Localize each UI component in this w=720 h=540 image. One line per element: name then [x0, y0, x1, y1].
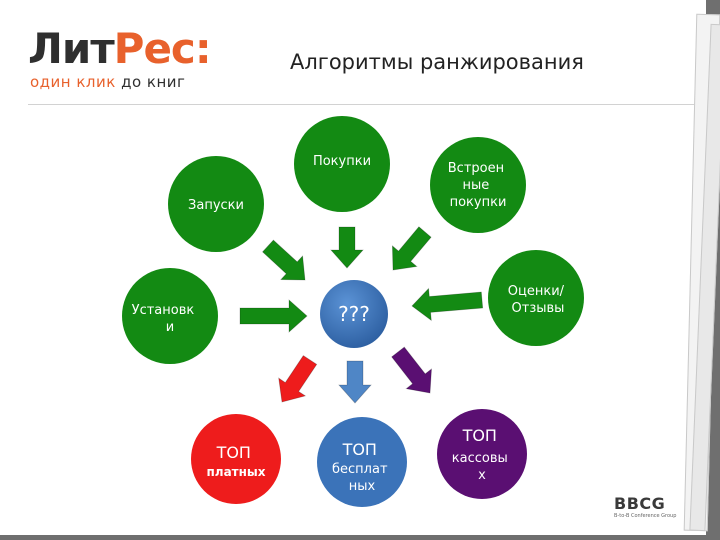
node-launches: Запуски [168, 156, 264, 252]
logo-tagline-1: один клик [30, 73, 116, 91]
node-top-free: ТОП бесплат ных [317, 417, 407, 507]
node-top-paid-label: ТОП платных [206, 443, 265, 479]
node-installs-label: Установк и [132, 303, 199, 335]
arrow-center-to-top-grossing [391, 346, 432, 394]
logo-tagline-2: до книг [121, 73, 186, 91]
arrow-ratings-to-center [411, 287, 484, 322]
logo-text-res: Рес: [113, 24, 212, 73]
node-in-app-label: Встроен ные покупки [448, 161, 508, 210]
node-top-grossing: ТОП кассовы х [437, 409, 527, 499]
arrow-in-app-to-center [391, 226, 432, 271]
node-purchases-label: Покупки [313, 154, 371, 169]
node-ratings-label: Оценки/ Отзывы [508, 284, 568, 316]
arrow-center-to-top-free [338, 360, 372, 404]
logo-text-lit: Лит [28, 24, 115, 73]
node-launches-label: Запуски [188, 198, 244, 213]
arrow-purchases-to-center [330, 226, 364, 269]
arrow-launches-to-center [262, 239, 306, 281]
bbcg-subtitle: B-to-B Conference Group [614, 513, 677, 519]
node-installs: Установк и [122, 268, 218, 364]
node-ratings: Оценки/ Отзывы [488, 250, 584, 346]
node-center-label: ??? [338, 302, 370, 326]
node-center: ??? [320, 280, 388, 348]
bbcg-logo: BBCG B-to-B Conference Group [614, 494, 677, 520]
node-in-app-purchases: Встроен ные покупки [430, 137, 526, 233]
arrow-installs-to-center [239, 299, 308, 333]
node-top-free-label: ТОП бесплат ных [332, 440, 392, 494]
arrow-center-to-top-paid [278, 355, 318, 403]
node-top-paid: ТОП платных [191, 414, 281, 504]
node-top-grossing-label: ТОП кассовы х [452, 426, 512, 483]
node-purchases: Покупки [294, 116, 390, 212]
title-divider [28, 104, 694, 105]
slide-title: Алгоритмы ранжирования [290, 50, 584, 74]
bbcg-name: BBCG [614, 494, 666, 513]
